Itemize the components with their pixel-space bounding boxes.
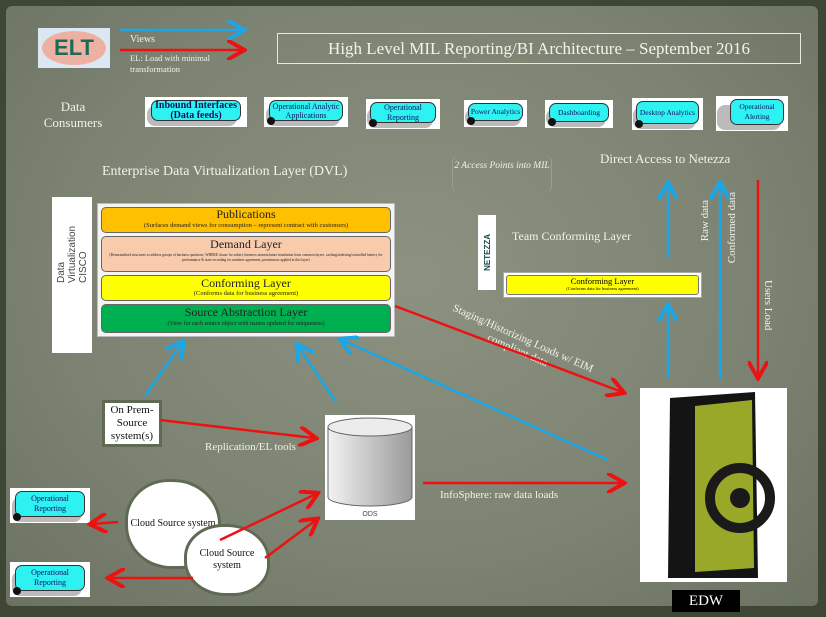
layer-publications: Publications(Surfaces demand views for c…: [101, 207, 391, 233]
elt-logo: ELT: [38, 28, 110, 68]
raw-data-label: Raw data: [699, 200, 711, 242]
edw-label: EDW: [672, 590, 740, 612]
legend-el-label: EL: Load with minimal transformation: [130, 53, 211, 74]
data-consumers-label: Data Consumers: [43, 99, 103, 130]
server-icon: [668, 392, 775, 578]
user-icon: [548, 118, 556, 126]
infosphere-label: InfoSphere: raw data loads: [440, 489, 559, 501]
dvl-layers: Publications(Surfaces demand views for c…: [97, 203, 395, 337]
consumer-operational-analytic: Operational Analytic Applications: [264, 97, 348, 127]
consumer-power-analytics: Power Analytics: [464, 100, 527, 127]
layer-conforming: Conforming Layer(Conforms data for busin…: [101, 275, 391, 301]
layer-demand: Demand Layer(Denormalized structures to …: [101, 236, 391, 272]
on-prem-source: On Prem-Source system(s): [102, 400, 162, 447]
user-icon: [267, 117, 275, 125]
consumer-operational-reporting: Operational Reporting: [366, 99, 440, 129]
cisco-logo: Data Virtualization CISCO: [52, 197, 92, 353]
team-conforming-label: Team Conforming Layer: [512, 229, 632, 243]
dvl-heading: Enterprise Data Virtualization Layer (DV…: [102, 164, 348, 179]
consumer-operational-alerting: Operational Alerting: [716, 96, 788, 131]
operational-reporting-2: Operational Reporting: [10, 562, 90, 597]
users-load-label: Users Load: [762, 280, 774, 331]
access-points-note: 2 Access Points into MIL: [452, 156, 552, 192]
netezza-logo: NETEZZA: [478, 215, 496, 290]
user-icon: [13, 587, 21, 595]
direct-access-heading: Direct Access to Netezza: [600, 151, 731, 166]
user-icon: [635, 120, 643, 128]
ods-label: ODS: [362, 511, 378, 518]
edw-server: [640, 388, 787, 582]
conformed-data-label: Conformed data: [726, 192, 738, 264]
ods-database: ODS: [325, 415, 415, 520]
page-title: High Level MIL Reporting/BI Architecture…: [277, 33, 801, 64]
layer-source-abstraction: Source Abstraction Layer(View for each s…: [101, 304, 391, 333]
netezza-conforming-layer: Conforming Layer(Conforms data for busin…: [503, 272, 702, 298]
legend-views-label: Views: [130, 34, 155, 45]
database-icon: [327, 417, 413, 507]
consumer-dashboarding: Dashboarding: [545, 100, 613, 128]
operational-reporting-1: Operational Reporting: [10, 488, 90, 523]
consumer-inbound-interfaces: Inbound Interfaces (Data feeds): [145, 97, 247, 127]
elt-logo-text: ELT: [42, 31, 106, 65]
user-icon: [467, 117, 475, 125]
cloud-source-2: Cloud Source system: [187, 527, 267, 593]
user-icon: [13, 513, 21, 521]
user-icon: [369, 119, 377, 127]
consumer-desktop-analytics: Desktop Analytics: [632, 98, 703, 130]
replication-label: Replication/EL tools: [205, 441, 296, 453]
